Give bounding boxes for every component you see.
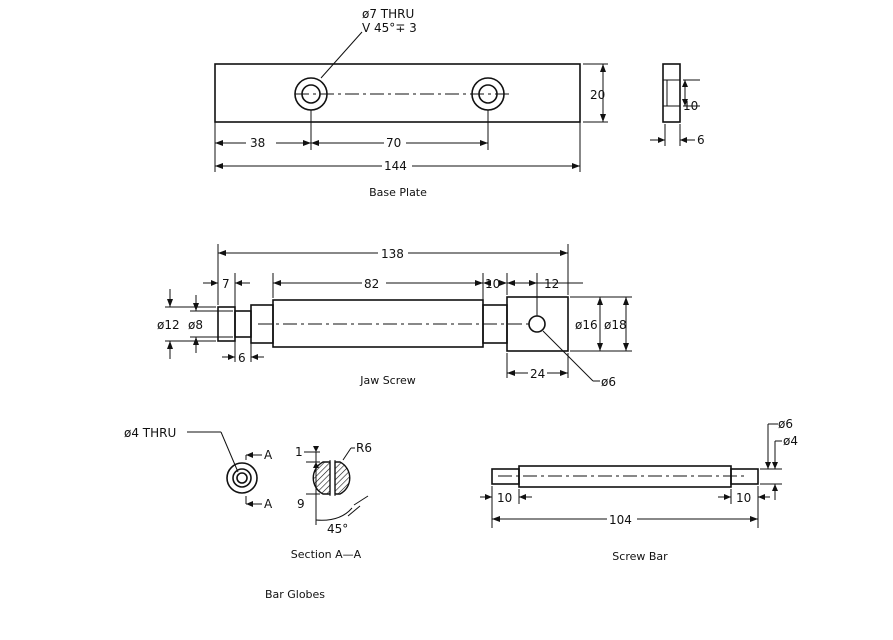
dimension-70: 70 [311,136,488,150]
dimension-138: 138 [218,247,568,261]
thru-hole-note: ø4 THRU [124,426,176,440]
side-dim-10: 10 [683,99,698,113]
svg-text:6: 6 [238,351,246,365]
svg-text:104: 104 [609,513,632,527]
dimension-screw-bar-104: 104 [492,513,758,527]
side-dim-6: 6 [697,133,705,147]
section-a-a-view: 1 9 R6 45° Section A—A [291,441,372,561]
jaw-screw-tip [217,306,236,342]
dimension-7: 7 [203,277,250,291]
svg-text:ø18: ø18 [604,318,627,332]
section-cut-marker-bottom: A [245,496,273,511]
svg-text:A: A [264,448,273,462]
jaw-screw-cross-hole [528,315,546,333]
dimension-diameter-8: ø8 [188,295,203,353]
dimension-screw-bar-10-right: 10 [718,491,770,505]
jaw-screw-view: 138 7 82 10 12 [157,244,632,389]
svg-text:10: 10 [485,277,500,291]
base-plate-body [214,63,581,123]
dimension-diameter-12: ø12 [157,289,180,359]
svg-text:A: A [264,497,273,511]
dimension-diameter-16: ø16 [575,297,603,351]
svg-text:ø12: ø12 [157,318,180,332]
dimension-82: 82 [273,277,483,291]
svg-text:12: 12 [544,277,559,291]
svg-text:38: 38 [250,136,265,150]
dimension-screw-bar-10-left: 10 [480,491,532,505]
jaw-screw-collar [234,310,252,338]
hole-note-leader [320,31,363,79]
section-caption: Section A—A [291,548,362,561]
bar-globe-front-view: ø4 THRU A A [124,426,273,511]
svg-text:20: 20 [590,88,605,102]
dimension-12: 12 [507,277,583,291]
section-cut-marker-top: A [245,448,273,462]
screw-bar-view: 10 10 104 ø6 [480,417,798,563]
hole-note-line2: V 45°∓ 3 [362,21,417,35]
section-dim-9: 9 [297,497,305,511]
svg-text:24: 24 [530,367,545,381]
svg-text:70: 70 [386,136,401,150]
section-dim-1: 1 [295,445,303,459]
dimension-10: 10 [483,277,507,291]
section-dim-r6: R6 [356,441,372,455]
svg-text:ø4: ø4 [783,434,798,448]
svg-text:138: 138 [381,247,404,261]
dimension-6: 6 [222,351,264,365]
svg-text:144: 144 [384,159,407,173]
base-plate-side-view: 10 6 [650,63,705,147]
hole-note-line1: ø7 THRU [362,7,414,21]
svg-text:ø6: ø6 [601,375,616,389]
base-plate-caption: Base Plate [369,186,427,199]
svg-text:ø6: ø6 [778,417,793,431]
svg-text:ø8: ø8 [188,318,203,332]
section-hatched-left [312,461,331,495]
base-plate-view: ø7 THRU V 45°∓ 3 20 38 70 [214,7,608,199]
jaw-screw-caption: Jaw Screw [359,374,416,387]
dimension-diameter-18: ø18 [604,297,629,351]
svg-text:ø16: ø16 [575,318,598,332]
dimension-38: 38 [215,136,311,150]
svg-text:82: 82 [364,277,379,291]
section-hatched-right [334,461,351,495]
dimension-144: 144 [215,159,580,173]
dimension-24: 24 [507,367,568,381]
section-dim-45: 45° [327,522,348,536]
svg-text:10: 10 [497,491,512,505]
svg-text:7: 7 [222,277,230,291]
svg-text:10: 10 [736,491,751,505]
screw-bar-caption: Screw Bar [612,550,668,563]
dimension-screw-bar-diameter-4: ø4 [772,434,798,500]
dimension-screw-bar-diameter-6: ø6 [765,417,793,469]
dimension-height-20: 20 [583,63,608,123]
bar-globes-caption: Bar Globes [265,588,325,601]
dimension-diameter-6-leader: ø6 [542,330,616,389]
